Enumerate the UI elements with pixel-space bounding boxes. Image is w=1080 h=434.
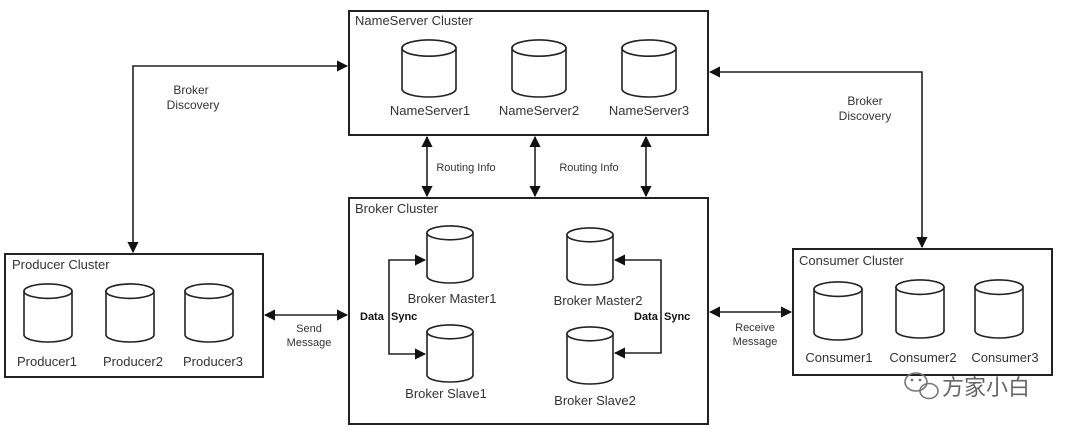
producer2-node: [105, 283, 155, 343]
routing-info-left-label: Routing Info: [436, 162, 495, 174]
broker-discovery-left-label-line2: Discovery: [167, 98, 220, 112]
cylinder-top: [621, 39, 677, 58]
consumer2-label: Consumer2: [889, 350, 956, 365]
receive-message-label-line1: Receive: [735, 322, 775, 334]
cylinder-top: [566, 326, 614, 342]
broker-slave2-label: Broker Slave2: [554, 393, 636, 408]
consumer1-label: Consumer1: [805, 350, 872, 365]
wechat-icon: [904, 372, 939, 400]
broker-cluster-title: Broker Cluster: [355, 201, 439, 216]
producer3-label: Producer3: [183, 354, 243, 369]
nameserver1-label: NameServer1: [390, 103, 470, 118]
producer1-label: Producer1: [17, 354, 77, 369]
broker-discovery-right-edge: [708, 66, 928, 249]
cylinder-top: [184, 283, 234, 300]
data-sync-right-edge: [613, 254, 662, 359]
broker-slave1-label: Broker Slave1: [405, 386, 487, 401]
consumer-cluster-title: Consumer Cluster: [799, 253, 904, 268]
producer-cluster-title: Producer Cluster: [12, 257, 110, 272]
broker-slave1-node: [426, 324, 474, 383]
broker-master1-node: [426, 225, 474, 284]
nameserver1-node: [401, 39, 457, 98]
broker-master2-label: Broker Master2: [554, 293, 643, 308]
broker-master2-node: [566, 227, 614, 286]
node-cylinders: [23, 39, 1024, 385]
nameserver3-node: [621, 39, 677, 98]
send-message-label-line2: Message: [287, 337, 332, 349]
consumer3-node: [974, 279, 1024, 339]
data-sync-left-label-1: Data: [360, 311, 385, 323]
cylinder-top: [566, 227, 614, 243]
cylinder-top: [105, 283, 155, 300]
consumer3-label: Consumer3: [971, 350, 1038, 365]
nameserver2-label: NameServer2: [499, 103, 579, 118]
broker-slave2-node: [566, 326, 614, 385]
cylinder-top: [401, 39, 457, 58]
routing-info-right-label: Routing Info: [559, 162, 618, 174]
broker-discovery-right-label-line1: Broker: [847, 94, 882, 108]
cylinder-top: [426, 225, 474, 241]
cylinder-top: [974, 279, 1024, 296]
watermark-text: 方家小白: [942, 375, 1030, 400]
data-sync-right-label-2: Sync: [664, 311, 690, 323]
nameserver2-node: [511, 39, 567, 98]
nameserver-cluster-title: NameServer Cluster: [355, 13, 473, 28]
receive-message-label-line2: Message: [733, 336, 778, 348]
cylinder-top: [895, 279, 945, 296]
broker-discovery-left-label-line1: Broker: [173, 83, 208, 97]
data-sync-left-edge: [388, 254, 427, 360]
cylinder-top: [511, 39, 567, 58]
producer2-label: Producer2: [103, 354, 163, 369]
watermark: 方家小白: [904, 372, 1030, 400]
producer3-node: [184, 283, 234, 343]
broker-master1-label: Broker Master1: [408, 291, 497, 306]
data-sync-left-label-2: Sync: [391, 311, 417, 323]
data-sync-right-label-1: Data: [634, 311, 659, 323]
broker-discovery-right-label-line2: Discovery: [839, 109, 892, 123]
broker-cluster: Broker Cluster: [348, 197, 709, 425]
cylinder-top: [23, 283, 73, 300]
send-message-label-line1: Send: [296, 323, 322, 335]
nameserver3-label: NameServer3: [609, 103, 689, 118]
consumer1-node: [813, 281, 863, 341]
broker-discovery-left-edge: [127, 60, 349, 254]
producer1-node: [23, 283, 73, 343]
cylinder-top: [426, 324, 474, 340]
consumer2-node: [895, 279, 945, 339]
broker-cluster-box: [348, 197, 709, 425]
cylinder-top: [813, 281, 863, 298]
